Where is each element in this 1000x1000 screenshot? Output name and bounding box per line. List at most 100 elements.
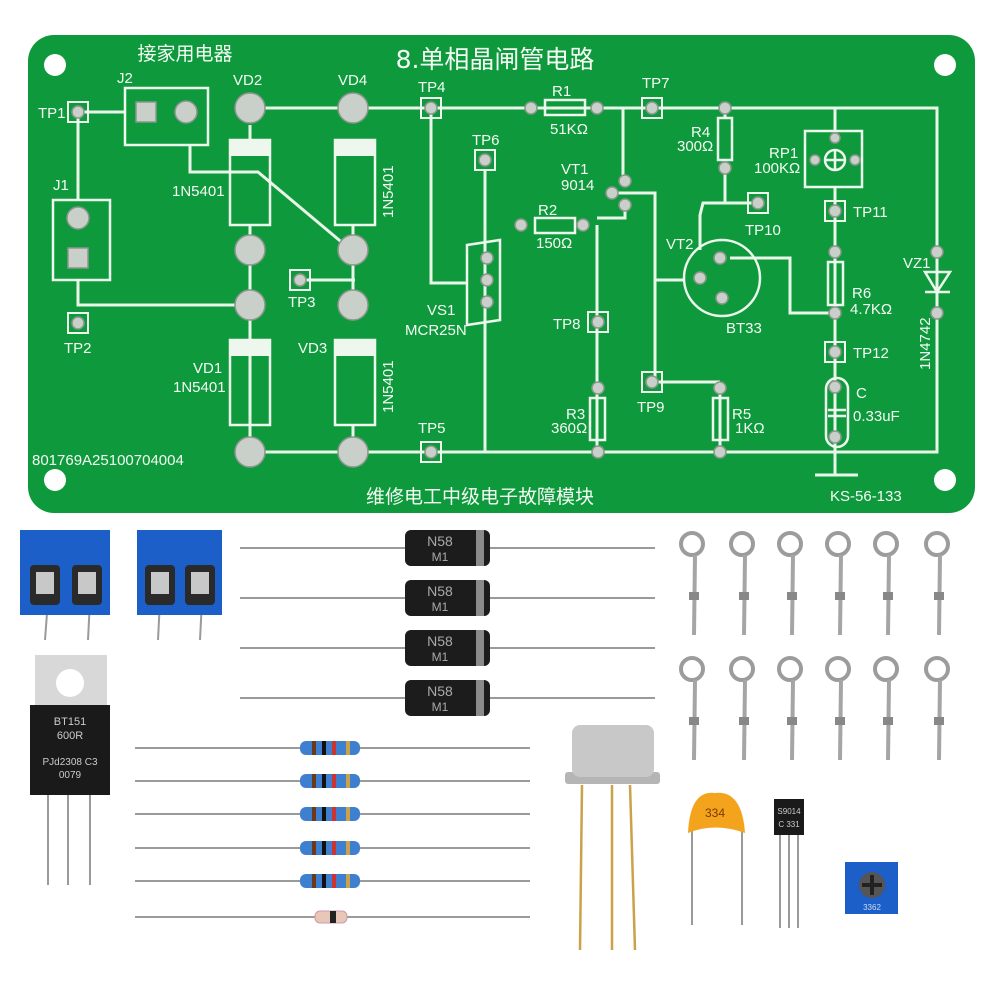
test-pin bbox=[825, 531, 851, 636]
resistors bbox=[135, 741, 530, 888]
label-tp11: TP11 bbox=[853, 204, 888, 221]
label-vd1-part: 1N5401 bbox=[173, 379, 226, 396]
pcb-board: 8.单相晶闸管电路 接家用电器 维修电工中级电子故障模块 801769A2510… bbox=[28, 35, 975, 513]
terminal-blocks bbox=[20, 530, 222, 641]
pin-loop bbox=[873, 656, 899, 682]
test-pin bbox=[924, 531, 950, 636]
pin-loop bbox=[729, 656, 755, 682]
label-c-value: 0.33uF bbox=[853, 408, 900, 425]
pin-collar bbox=[883, 717, 893, 725]
cathode-band bbox=[476, 630, 484, 666]
color-band bbox=[332, 774, 336, 788]
label-tp4: TP4 bbox=[418, 79, 446, 96]
pin-loop bbox=[825, 656, 851, 682]
mounting-holes bbox=[44, 54, 956, 491]
label-r6: R6 bbox=[852, 285, 871, 302]
scr-bt151: BT151 600R PJd2308 C3 0079 bbox=[30, 655, 110, 885]
label-vz1-part: 1N4742 bbox=[917, 317, 934, 370]
test-pin bbox=[679, 531, 705, 636]
diode-body bbox=[405, 580, 490, 616]
transistor-s9014: S9014 C 331 bbox=[774, 799, 804, 928]
label-tp3: TP3 bbox=[288, 294, 316, 311]
pin-loop bbox=[679, 531, 705, 557]
pin-collar bbox=[689, 717, 699, 725]
color-band bbox=[312, 807, 316, 821]
color-band bbox=[312, 841, 316, 855]
diode-marking: M1 bbox=[432, 600, 449, 614]
label-tp12: TP12 bbox=[853, 345, 889, 362]
diode-body bbox=[405, 630, 490, 666]
label-tp6: TP6 bbox=[472, 132, 500, 149]
test-pin bbox=[729, 531, 755, 636]
pin-collar bbox=[883, 592, 893, 600]
label-vt1-part: 9014 bbox=[561, 177, 594, 194]
color-band bbox=[322, 774, 326, 788]
color-band bbox=[322, 741, 326, 755]
scr-marking-2: 600R bbox=[57, 730, 83, 742]
transistor-marking-1: S9014 bbox=[777, 807, 801, 816]
capacitor-marking: 334 bbox=[705, 806, 725, 820]
pin-collar bbox=[787, 592, 797, 600]
transistor-marking-2: C 331 bbox=[778, 820, 800, 829]
color-band bbox=[332, 841, 336, 855]
label-r2-value: 150Ω bbox=[536, 235, 572, 252]
label-vt2-part: BT33 bbox=[726, 320, 762, 337]
resistor-body bbox=[300, 841, 360, 855]
board-title: 8.单相晶闸管电路 bbox=[396, 45, 595, 74]
label-vd4: VD4 bbox=[338, 72, 367, 89]
pin-loop bbox=[924, 656, 950, 682]
color-band bbox=[312, 774, 316, 788]
label-vt1: VT1 bbox=[561, 161, 589, 178]
serial-number: 801769A25100704004 bbox=[32, 452, 184, 469]
label-r4: R4 bbox=[691, 124, 710, 141]
ujt-bt33 bbox=[565, 725, 660, 951]
label-vt2: VT2 bbox=[666, 236, 694, 253]
diode-marking: M1 bbox=[432, 650, 449, 664]
small-signal-diode bbox=[135, 910, 530, 924]
label-vs1-part: MCR25N bbox=[405, 322, 467, 339]
label-vs1: VS1 bbox=[427, 302, 455, 319]
label-tp10: TP10 bbox=[745, 222, 781, 239]
diode-marking: N58 bbox=[427, 583, 453, 599]
label-vd3: VD3 bbox=[298, 340, 327, 357]
label-c: C bbox=[856, 385, 867, 402]
pin-loop bbox=[729, 531, 755, 557]
trimmer-potentiometer: 3362 bbox=[845, 862, 898, 914]
label-r6-value: 4.7KΩ bbox=[850, 301, 892, 318]
load-label: 接家用电器 bbox=[137, 43, 232, 65]
cathode-band bbox=[476, 580, 484, 616]
pin-loop bbox=[825, 531, 851, 557]
label-r4-value: 300Ω bbox=[677, 138, 713, 155]
color-band bbox=[346, 841, 350, 855]
test-pin bbox=[777, 656, 803, 761]
diode-body bbox=[405, 530, 490, 566]
label-vd1: VD1 bbox=[193, 360, 222, 377]
trimmer-marking: 3362 bbox=[863, 903, 881, 912]
pin-collar bbox=[739, 717, 749, 725]
label-rp1-value: 100KΩ bbox=[754, 160, 800, 177]
resistor-body bbox=[300, 807, 360, 821]
pads bbox=[66, 92, 944, 468]
label-tp8: TP8 bbox=[553, 316, 581, 333]
diode-marking: N58 bbox=[427, 533, 453, 549]
pin-collar bbox=[787, 717, 797, 725]
label-tp1: TP1 bbox=[38, 105, 66, 122]
resistor-body bbox=[300, 874, 360, 888]
diode-body bbox=[405, 680, 490, 716]
color-band bbox=[312, 741, 316, 755]
cathode-band bbox=[476, 680, 484, 716]
color-band bbox=[332, 874, 336, 888]
color-band bbox=[346, 774, 350, 788]
label-rp1: RP1 bbox=[769, 145, 798, 162]
pin-loop bbox=[777, 531, 803, 557]
pin-collar bbox=[934, 717, 944, 725]
color-band bbox=[322, 807, 326, 821]
board-subtitle: 维修电工中级电子故障模块 bbox=[366, 486, 594, 508]
diode-marking: N58 bbox=[427, 633, 453, 649]
color-band bbox=[332, 741, 336, 755]
label-vd4-part: 1N5401 bbox=[380, 165, 397, 218]
resistor bbox=[135, 874, 530, 888]
resistor bbox=[135, 807, 530, 821]
